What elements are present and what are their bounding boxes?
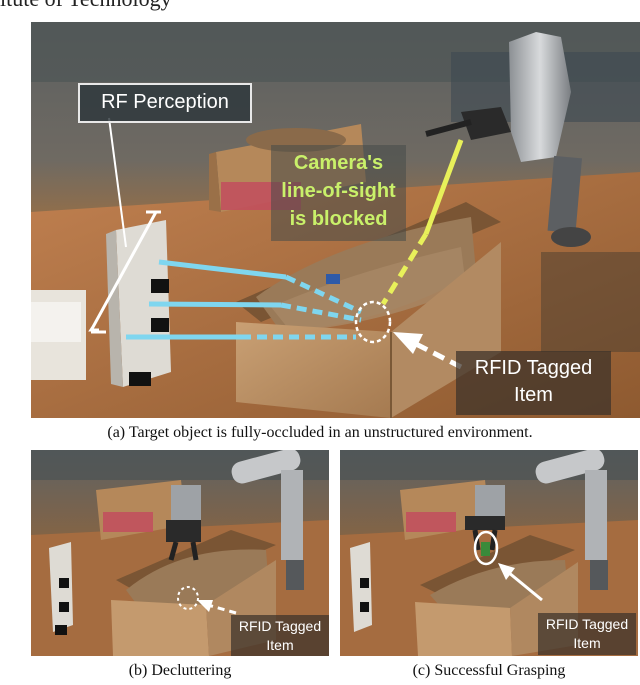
rfid-b-line2: Item — [266, 637, 294, 653]
camera-blocked-label: Camera's line-of-sight is blocked — [271, 145, 406, 241]
rf-perception-label: RF Perception — [78, 83, 252, 123]
caption-a: (a) Target object is fully-occluded in a… — [107, 424, 533, 441]
rfid-b-line1: RFID Tagged — [238, 618, 322, 634]
caption-b: (b) Decluttering — [128, 662, 232, 679]
figure-panel-a: RF Perception Camera's line-of-sight is … — [31, 22, 640, 418]
camera-sight-line — [380, 139, 464, 306]
camera-text-line2: line-of-sight — [281, 180, 396, 202]
rfid-text-line2: Item — [514, 384, 553, 406]
target-circle-c — [473, 530, 499, 566]
rfid-c-line2: Item — [573, 635, 601, 651]
rfid-c-line1: RFID Tagged — [545, 616, 629, 632]
header-text: itute of Technology — [0, 0, 172, 12]
rf-beam-lines — [126, 259, 363, 340]
rfid-arrow — [393, 332, 463, 370]
figure-panel-c: RFID Tagged Item — [340, 450, 638, 656]
rf-perception-text: RF Perception — [101, 91, 229, 113]
rfid-tagged-label: RFID Tagged Item — [456, 351, 611, 415]
rfid-text-line1: RFID Tagged — [474, 357, 593, 379]
rfid-arrow-c — [507, 570, 543, 602]
rfid-tagged-label-c: RFID Tagged Item — [538, 613, 636, 655]
rfid-arrow-b — [207, 603, 237, 615]
page-header-fragment: itute of Technology — [0, 0, 640, 16]
target-circle-b — [177, 586, 199, 610]
rfid-tagged-label-b: RFID Tagged Item — [231, 615, 329, 656]
camera-text-line3: is blocked — [289, 208, 388, 230]
panel-c-illustration — [340, 450, 638, 656]
target-circle — [354, 300, 392, 344]
figure-panel-b: RFID Tagged Item — [31, 450, 329, 656]
panel-a-illustration — [31, 22, 640, 418]
camera-text-line1: Camera's — [293, 152, 384, 174]
caption-c: (c) Successful Grasping — [412, 662, 566, 679]
